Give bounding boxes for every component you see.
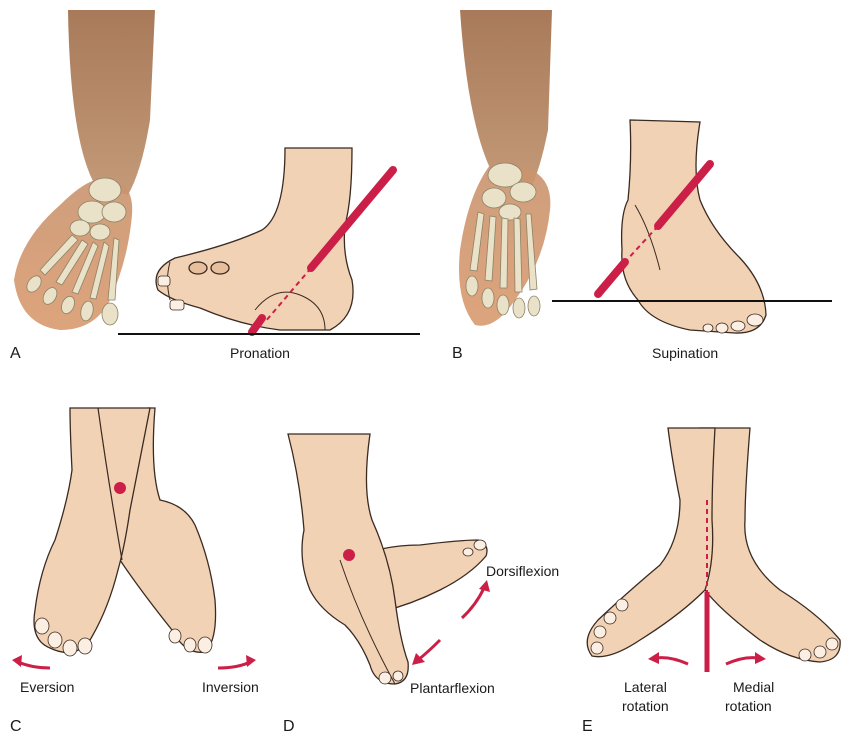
panel-a-foot-side-view [156, 148, 353, 330]
panel-c-letter: C [10, 718, 22, 735]
panel-e-feet-front-view [587, 428, 840, 662]
panel-c-inversion-arrow [218, 655, 256, 668]
panel-e-medial-rotation-arrow [726, 652, 766, 664]
panel-b-leg-skeleton [459, 10, 552, 326]
panel-c-axis-dot [114, 482, 126, 494]
panel-c: Eversion Inversion C [10, 408, 259, 735]
panel-a-letter: A [10, 345, 21, 362]
panel-c-eversion-label: Eversion [20, 679, 74, 695]
panel-a-leg-skeleton [14, 10, 155, 330]
panel-d-plantarflexion-arrow [412, 640, 440, 665]
panel-a-caption: Pronation [230, 345, 290, 361]
panel-e-lateral-rotation-arrow [648, 652, 688, 664]
panel-e-lateral-label-line1: Lateral [624, 679, 667, 695]
panel-a: Pronation A [10, 10, 420, 362]
panel-d-letter: D [283, 718, 295, 735]
panel-b-caption: Supination [652, 345, 718, 361]
panel-c-eversion-arrow [12, 655, 50, 668]
panel-e-medial-label-line1: Medial [733, 679, 774, 695]
panel-e-letter: E [582, 718, 593, 735]
panel-d-plantarflexion-label: Plantarflexion [410, 680, 495, 696]
panel-d: Dorsiflexion Plantarflexion D [283, 434, 559, 735]
panel-b: Supination B [452, 10, 832, 362]
panel-c-inversion-label: Inversion [202, 679, 259, 695]
panel-e-lateral-label-line2: rotation [622, 698, 669, 714]
panel-d-axis-dot [343, 549, 355, 561]
panel-d-dorsiflexion-arrow [462, 580, 490, 618]
panel-e: Lateral rotation Medial rotation E [582, 428, 840, 735]
panel-d-feet-side-view [288, 434, 487, 684]
panel-c-feet-front-view [34, 408, 216, 656]
panel-b-letter: B [452, 345, 463, 362]
panel-e-medial-label-line2: rotation [725, 698, 772, 714]
panel-d-dorsiflexion-label: Dorsiflexion [486, 563, 559, 579]
